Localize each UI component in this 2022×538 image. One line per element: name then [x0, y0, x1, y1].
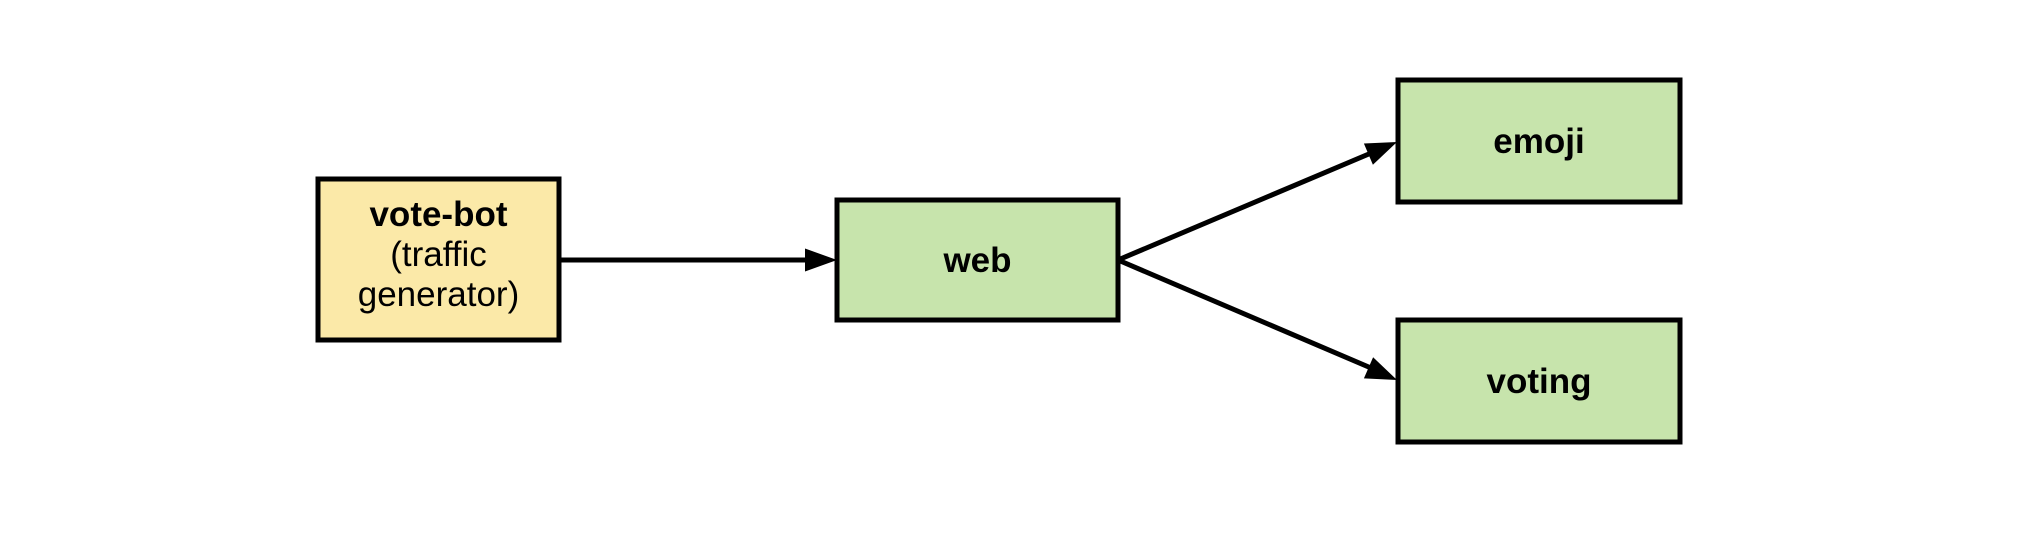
- edge-web-emoji: [1117, 142, 1397, 263]
- node-emoji-box: [1395, 77, 1683, 205]
- node-emoji: emoji: [1395, 77, 1683, 205]
- node-web-box: [834, 197, 1121, 323]
- node-emoji-title: emoji: [1493, 122, 1584, 161]
- node-vote-bot-subtitle-line-2: generator): [358, 275, 519, 314]
- edge-web-emoji-line: [1117, 151, 1371, 263]
- node-voting-title: voting: [1487, 362, 1592, 401]
- node-vote-bot-box: [315, 176, 562, 343]
- node-web-title: web: [942, 241, 1011, 280]
- node-vote-bot: vote-bot (traffic generator): [315, 176, 562, 343]
- node-web: web: [834, 197, 1121, 323]
- arrowhead-icon: [1363, 357, 1397, 380]
- edge-web-voting-line: [1117, 257, 1372, 371]
- arrowhead-icon: [1363, 142, 1397, 165]
- edge-vote-bot-web: [559, 248, 837, 272]
- node-vote-bot-title: vote-bot: [369, 195, 507, 234]
- edge-web-voting: [1117, 257, 1397, 380]
- node-voting-box: [1395, 317, 1683, 445]
- node-voting: voting: [1395, 317, 1683, 445]
- arrowhead-icon: [805, 248, 837, 272]
- node-vote-bot-subtitle-line-1: (traffic: [390, 235, 487, 274]
